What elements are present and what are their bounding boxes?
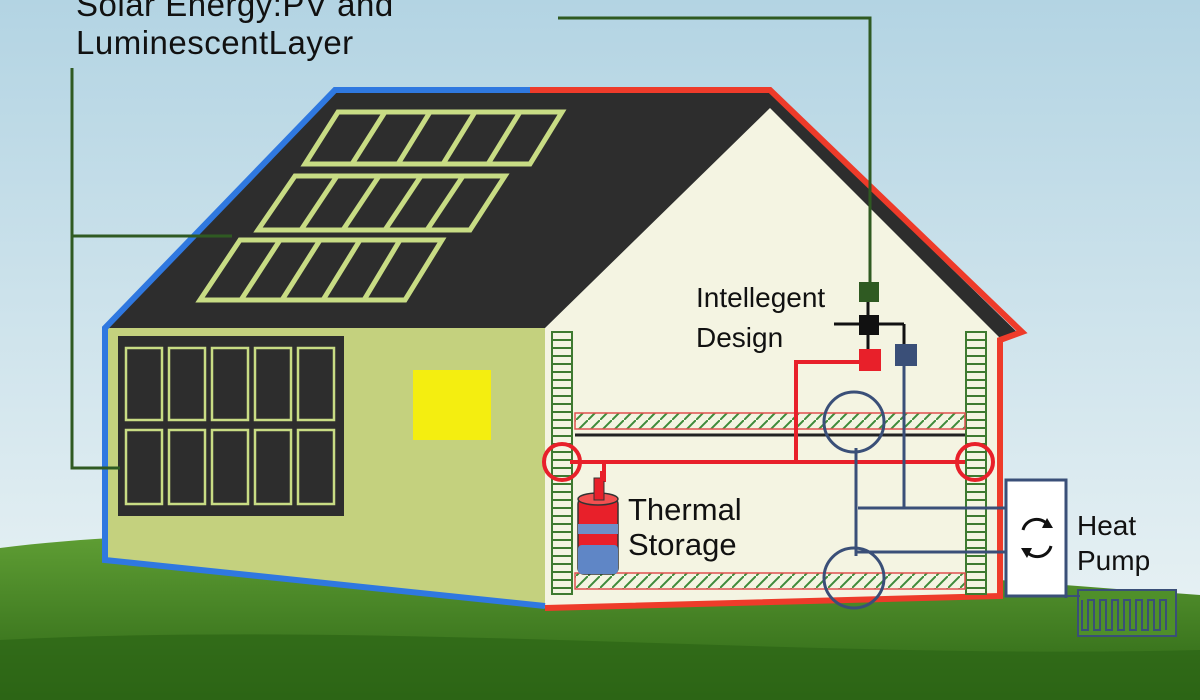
solar-panel-row (300, 109, 567, 167)
heatpump-label-line1: Heat (1077, 510, 1137, 541)
roof (105, 92, 1020, 338)
cold-water-pipes (854, 362, 1010, 556)
right-manifold-ring (955, 442, 995, 482)
lower-floor-slab (574, 572, 966, 590)
heat-pump-label: Heat Pump (1077, 508, 1150, 578)
control-nodes (834, 282, 917, 371)
solar-label-line1: Solar Energy:PV and (76, 0, 394, 23)
heatpump-label-line2: Pump (1077, 545, 1151, 576)
lower-circulation-loop (822, 546, 886, 610)
blue-envelope-outline (102, 87, 546, 609)
black-controller-node (859, 315, 879, 335)
solar-panel-row (253, 173, 510, 233)
intelligent-design-label: Intellegent Design (696, 278, 825, 358)
red-hot-node (859, 349, 881, 371)
window (413, 370, 491, 440)
grass-hill-front (0, 634, 1200, 700)
thermal-label-line2: Storage (628, 527, 737, 562)
heat-pump-unit (1004, 478, 1068, 598)
upper-circulation-loop (822, 390, 886, 454)
blue-cold-node (895, 344, 917, 366)
circular-arrows-icon (1021, 517, 1053, 559)
ground-heat-exchanger (1066, 589, 1177, 637)
thermal-storage-tank (577, 471, 619, 575)
intelligent-label-line2: Design (696, 322, 784, 353)
solar-label-line2: LuminescentLayer (76, 24, 354, 61)
interior-wall-left (551, 331, 573, 595)
green-sensor-node (859, 282, 879, 302)
red-envelope-outline (530, 87, 1028, 611)
intelligent-label-line1: Intellegent (696, 282, 826, 313)
solar-energy-label: Solar Energy:PV and LuminescentLayer (76, 0, 394, 62)
gable-wall-interior (545, 100, 1000, 608)
facade-pv-panel (118, 336, 344, 516)
thermal-storage-label: Thermal Storage (628, 492, 742, 562)
roof-solar-panels (195, 109, 567, 303)
upper-floor-slab (574, 412, 966, 430)
interior-wall-right (965, 331, 987, 595)
thermal-label-line1: Thermal (628, 492, 742, 527)
solar-panel-row (195, 237, 447, 303)
leader-lines (70, 16, 872, 470)
left-manifold-ring (542, 442, 582, 482)
